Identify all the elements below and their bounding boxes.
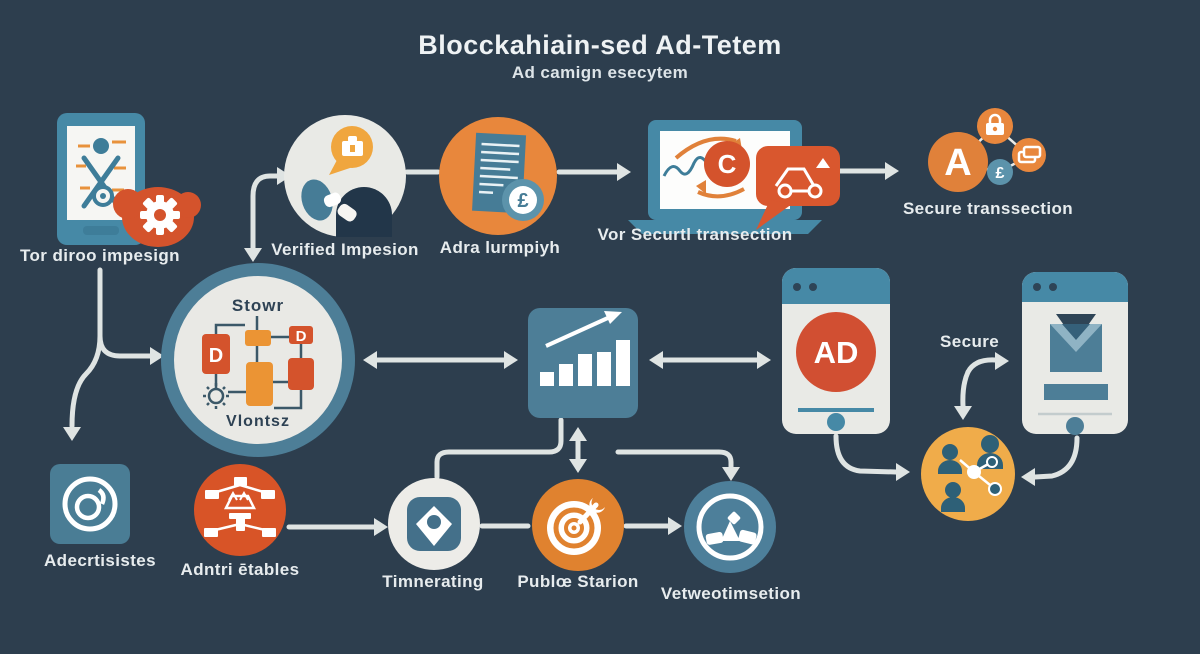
- diagram-title: Blocckahiain-sed Ad-Tetem: [418, 30, 782, 60]
- pound-coin-icon: £: [987, 159, 1013, 185]
- ad-phone-node: AD: [782, 268, 890, 434]
- d-logo-icon: [62, 476, 118, 532]
- c-coin-icon: [704, 141, 750, 187]
- storage-top-label: Stowr: [232, 296, 284, 315]
- location-diamond-icon: [416, 506, 452, 546]
- transaction-currency: £: [996, 165, 1005, 182]
- storage-circle-node: Stowr Vlontsz D D: [161, 263, 355, 457]
- line-analytics-to-targeting: [434, 417, 564, 480]
- lock-icon: [977, 108, 1013, 144]
- flow-block-top: [245, 330, 271, 346]
- person-silhouette-icon: [336, 187, 392, 237]
- inbox-download-icon: [1050, 314, 1102, 372]
- hierarchy-icon: [204, 477, 276, 537]
- verification-node: [684, 481, 776, 573]
- ad-invoice-label: Adra lurmpiyh: [439, 238, 561, 257]
- transaction-badge-a: A: [944, 142, 971, 184]
- ad-network-node: [194, 464, 286, 556]
- cards-icon: [1012, 138, 1046, 172]
- ad-badge-circle: [796, 312, 876, 392]
- fraud-detection-label: Tor diroo impesign: [20, 246, 180, 265]
- blocked-user-icon: [76, 138, 126, 209]
- arrow-to-verification-elbow: [615, 449, 734, 470]
- pound-badge-icon: £: [502, 179, 544, 221]
- secure-laptop-label: Vor Securtl transection: [597, 225, 793, 244]
- laptop-badge: C: [718, 149, 737, 179]
- phone-home-button: [1066, 417, 1084, 435]
- tablet-home-bar: [83, 226, 119, 235]
- network-nodes-icon: [959, 456, 1002, 496]
- targeting-node: [388, 478, 480, 570]
- ad-badge-label: AD: [814, 335, 859, 370]
- publisher-node: [532, 479, 624, 571]
- arrow-verified-storage: [250, 173, 280, 251]
- arrow-secure-to-audience: [960, 369, 971, 409]
- arrow-heads: [63, 162, 1035, 536]
- secure-transaction-label: Secure transsection: [902, 199, 1074, 218]
- briefcase-bubble-icon: [329, 126, 373, 175]
- secure-laptop-node: C: [628, 120, 840, 234]
- invoice-currency: £: [517, 190, 528, 212]
- block-d1-label: D: [209, 345, 223, 367]
- storage-bottom-label: Vlontsz: [226, 413, 290, 430]
- block-d2-label: D: [296, 328, 307, 345]
- mini-gear-icon: [203, 383, 229, 409]
- ad-network-label: Adntri ētables: [180, 560, 300, 579]
- targeting-label: Timnerating: [382, 572, 484, 591]
- flow-block-right: [288, 358, 314, 390]
- arrow-adphone-to-audience: [833, 433, 899, 475]
- vehicle-bubble-icon: [756, 146, 840, 230]
- flow-block-mid: [246, 362, 273, 406]
- cycle-arrows-icon: [674, 136, 745, 199]
- gear-icon: [113, 187, 201, 247]
- advertisers-node: [50, 464, 130, 544]
- ad-invoice-node: £: [439, 117, 557, 235]
- publisher-label: Publœ Starion: [517, 572, 639, 591]
- analytics-node: [528, 308, 638, 418]
- arrow-secure-to-phone: [965, 357, 998, 375]
- audience-node: [921, 427, 1015, 521]
- verified-impression-label: Verified Impesion: [271, 240, 419, 259]
- handshake-icon: [705, 511, 757, 545]
- secure-delivery-label: Secure: [940, 332, 1000, 351]
- growth-arrow-icon: [545, 315, 611, 348]
- fraud-tablet-node: [57, 113, 201, 247]
- diagram-subtitle: Ad camign esecytem: [511, 63, 689, 82]
- arrow-phone-to-audience: [1032, 435, 1080, 480]
- hand-blob-icon: [301, 179, 333, 221]
- arrow-tablet-to-storage: [97, 267, 153, 359]
- arrow-tablet-to-advertisers: [69, 333, 103, 429]
- verified-impression-node: [284, 115, 406, 237]
- verification-label: Vetweotimsetion: [660, 584, 802, 603]
- chart-squiggle-icon: [662, 156, 710, 177]
- bar-chart-icon: [540, 340, 630, 386]
- phone-home-button: [827, 413, 845, 431]
- secure-transaction-node: A £: [928, 108, 1046, 192]
- target-dart-icon: [547, 498, 605, 555]
- advertisers-label: Adecrtisistes: [44, 551, 156, 570]
- a-coin-icon: [928, 132, 988, 192]
- laptop-base: [628, 220, 822, 234]
- flow-block-d-left: [202, 334, 230, 374]
- flow-block-d-right: [289, 326, 313, 344]
- download-phone-node: [1022, 272, 1128, 435]
